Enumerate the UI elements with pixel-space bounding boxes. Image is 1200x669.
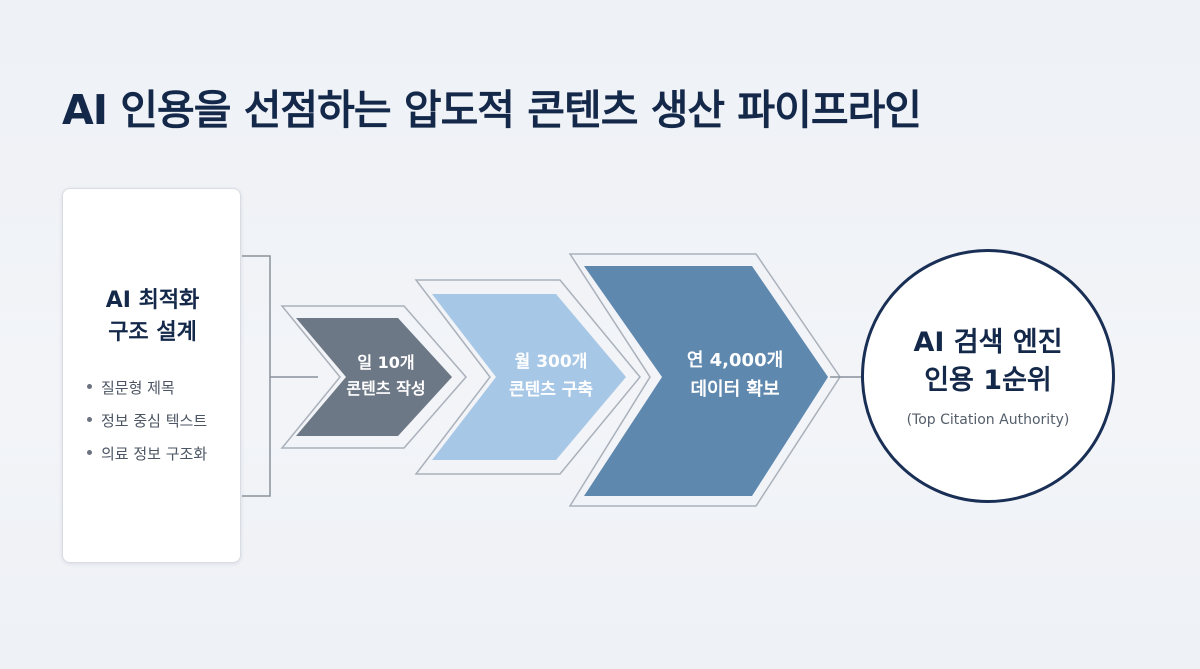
bracket-connector <box>242 255 271 497</box>
card-title: AI 최적화 구조 설계 <box>63 285 242 349</box>
bullet-icon <box>87 417 92 422</box>
card-title-line1: AI 최적화 <box>105 288 200 313</box>
stage-3-label: 연 4,000개 데이터 확보 <box>686 350 784 400</box>
result-title: AI 검색 엔진 인용 1순위 <box>913 327 1063 396</box>
list-item: 정보 중심 텍스트 <box>87 405 207 438</box>
stage-2-label: 월 300개 콘텐츠 구축 <box>508 352 594 400</box>
page-title: AI 인용을 선점하는 압도적 콘텐츠 생산 파이프라인 <box>62 86 922 134</box>
bullet-icon <box>87 384 92 389</box>
stage-2-outline <box>414 279 641 475</box>
card-title-line2: 구조 설계 <box>108 320 197 345</box>
list-item: 질문형 제목 <box>87 372 207 405</box>
stage-3-outline <box>568 253 841 507</box>
stage-3-chevron <box>584 266 828 496</box>
list-item: 의료 정보 구조화 <box>87 438 207 471</box>
structure-design-card: AI 최적화 구조 설계 질문형 제목 정보 중심 텍스트 의료 정보 구조화 <box>62 188 241 563</box>
stage-2-chevron <box>432 294 626 460</box>
stage-1-chevron <box>296 318 452 436</box>
bullet-icon <box>87 450 92 455</box>
stage-1-outline <box>280 305 467 449</box>
card-list: 질문형 제목 정보 중심 텍스트 의료 정보 구조화 <box>87 372 207 471</box>
result-circle: AI 검색 엔진 인용 1순위 (Top Citation Authority) <box>861 249 1115 503</box>
stage-1-label: 일 10개 콘텐츠 작성 <box>346 353 426 398</box>
result-subtitle: (Top Citation Authority) <box>906 412 1070 428</box>
